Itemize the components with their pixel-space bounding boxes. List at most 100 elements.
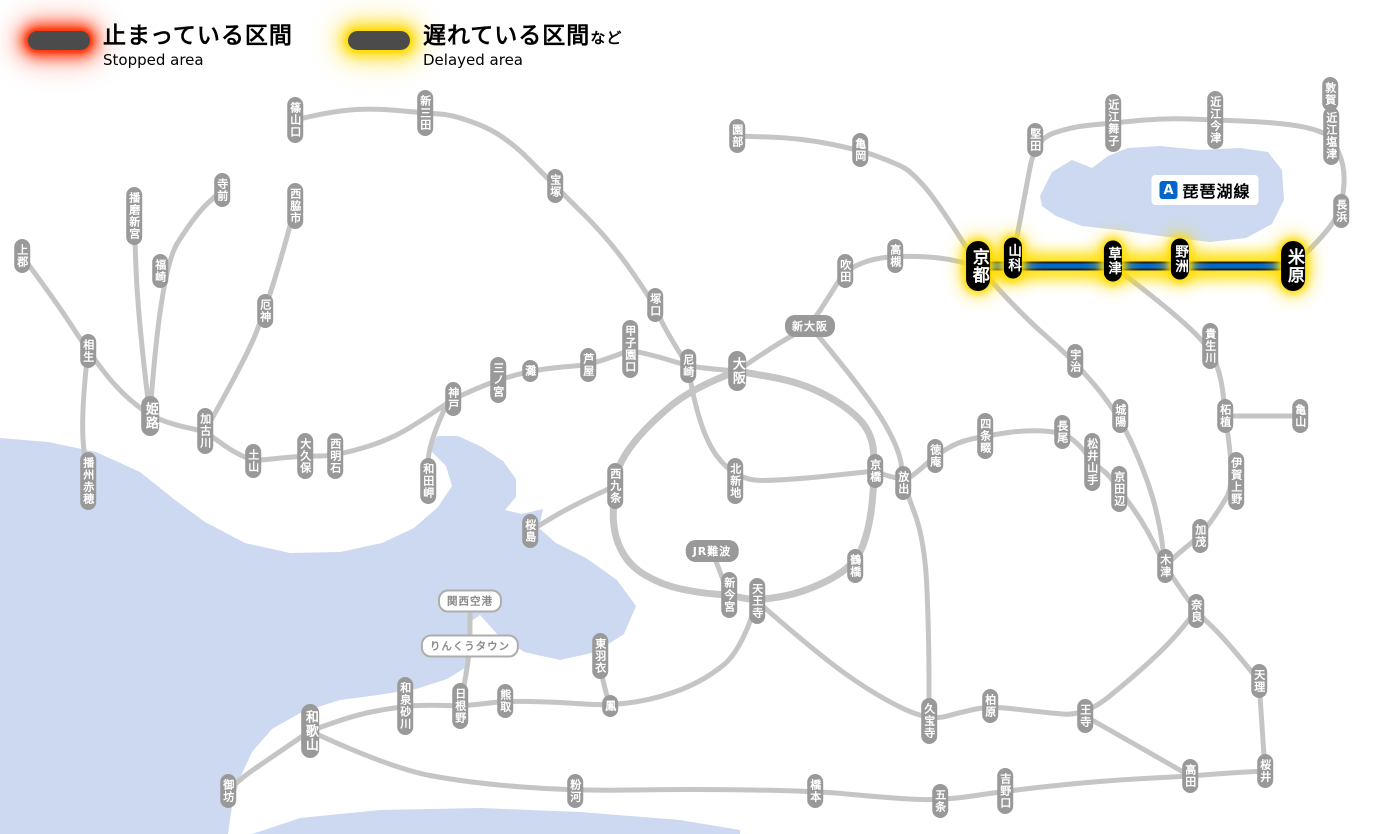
delayed-area-label-suffix: など <box>590 29 623 47</box>
station-pill: 新今宮 <box>721 572 737 618</box>
station-pill: 近江塩津 <box>1323 107 1339 165</box>
rail-line <box>147 187 225 419</box>
rail-line <box>1082 713 1193 779</box>
delayed-area-label: 遅れている区間など <box>423 23 623 49</box>
station-pill: 久宝寺 <box>921 698 937 744</box>
station-pill: 新大阪 <box>785 315 835 337</box>
station-pill: 三ノ宮 <box>490 357 506 403</box>
station-pill: 熊取 <box>497 684 513 718</box>
station-pill: 敦賀 <box>1322 77 1338 111</box>
rail-line <box>734 253 981 374</box>
station-pill: 柘植 <box>1217 399 1233 433</box>
rail-line <box>307 728 1193 803</box>
station-pill: 灘 <box>522 360 538 382</box>
station-pill: 桜島 <box>522 514 538 548</box>
station-pill: 宇治 <box>1067 344 1083 378</box>
station-pill: 塚口 <box>647 288 663 322</box>
station-pill: 京田辺 <box>1111 466 1127 512</box>
station-pill: 放出 <box>895 466 911 500</box>
rail-line <box>734 133 981 269</box>
station-pill: 四条畷 <box>977 413 993 459</box>
delayed-area-text: 遅れている区間など Delayed area <box>423 23 623 70</box>
biwako-line-label: A 琵琶湖線 <box>1151 175 1259 205</box>
stopped-area-sublabel: Stopped area <box>103 51 204 70</box>
station-pill-active: 米原 <box>1281 241 1305 291</box>
station-pill: 城陽 <box>1112 399 1128 433</box>
station-pill: 土山 <box>245 444 261 478</box>
station-pill: 奈良 <box>1188 594 1204 628</box>
station-pill: 加茂 <box>1192 519 1208 553</box>
legend-item-stopped: 止まっている区間 Stopped area <box>28 23 293 70</box>
station-pill: 長尾 <box>1054 415 1070 449</box>
station-pill: 粉河 <box>567 774 583 808</box>
station-pill: 厄神 <box>257 294 273 328</box>
station-pill: 木津 <box>1157 549 1173 583</box>
station-pill-active: 京都 <box>966 241 990 291</box>
station-pill: 加古川 <box>197 408 213 454</box>
station-pill: 王寺 <box>1077 699 1093 733</box>
station-pill: 日根野 <box>452 683 468 729</box>
station-pill: 近江今津 <box>1207 91 1223 149</box>
station-pill-active: 草津 <box>1103 240 1123 282</box>
station-pill: 篠山口 <box>287 97 303 143</box>
station-pill: 吉野口 <box>997 768 1013 814</box>
station-pill: 亀岡 <box>852 133 868 167</box>
station-pill: 近江舞子 <box>1105 94 1121 152</box>
station-pill: 北新地 <box>727 458 743 504</box>
delayed-area-label-text: 遅れている区間 <box>423 23 591 49</box>
station-pill: 伊賀上野 <box>1228 452 1244 510</box>
biwako-line-name: 琵琶湖線 <box>1182 182 1251 201</box>
station-pill: 天王寺 <box>749 578 765 624</box>
station-pill: 堅田 <box>1027 123 1043 157</box>
rail-line <box>202 203 298 434</box>
station-pill: 亀山 <box>1292 399 1308 433</box>
station-pill: 播磨新宮 <box>126 187 142 245</box>
rail-line <box>975 263 1168 569</box>
station-pill: 大阪 <box>728 351 746 391</box>
station-pill: 姫路 <box>141 396 159 436</box>
station-pill: 和歌山 <box>301 704 319 758</box>
station-pill: 宝塚 <box>547 169 563 203</box>
station-pill: 園部 <box>729 119 745 153</box>
station-pill: 柏原 <box>982 689 998 723</box>
station-pill: 桜井 <box>1257 754 1273 788</box>
station-pill: 京橋 <box>867 454 883 488</box>
water-body <box>0 436 636 834</box>
line-a-badge: A <box>1159 181 1178 199</box>
station-pill: 長浜 <box>1333 194 1349 228</box>
station-pill: 徳庵 <box>927 439 943 473</box>
station-pill: 西九条 <box>607 463 623 509</box>
station-pill: 御坊 <box>220 774 236 808</box>
station-pill: 高田 <box>1182 759 1198 793</box>
station-pill: 甲子園口 <box>622 320 638 378</box>
station-pill: 上郡 <box>14 239 30 273</box>
station-pill: 相生 <box>80 334 96 368</box>
station-pill: 神戸 <box>445 382 461 416</box>
station-pill: 貴生川 <box>1202 323 1218 369</box>
stopped-area-label-text: 止まっている区間 <box>103 23 293 49</box>
rail-line <box>225 728 313 794</box>
delayed-area-sublabel: Delayed area <box>423 51 523 70</box>
station-pill: 西明石 <box>327 433 343 479</box>
rail-line <box>1187 768 1268 779</box>
station-pill: 高槻 <box>887 239 903 273</box>
station-pill: 関西空港 <box>438 589 502 613</box>
station-pill: 新三田 <box>417 90 433 136</box>
station-pill-active: 野洲 <box>1170 238 1190 280</box>
rail-line <box>754 598 1199 721</box>
station-pill: 西脇市 <box>287 183 303 229</box>
station-pill: 寺前 <box>214 173 230 207</box>
station-pill: 鳳 <box>602 695 618 717</box>
station-pill: りんくうタウン <box>420 634 520 658</box>
rail-line <box>609 367 878 603</box>
rail-line <box>527 483 618 534</box>
station-pill: 大久保 <box>297 433 313 479</box>
rail-line <box>131 213 153 419</box>
station-pill: 橋本 <box>807 774 823 808</box>
stopped-area-swatch <box>28 31 90 50</box>
delayed-area-swatch <box>348 31 410 50</box>
station-pill: 鶴橋 <box>847 549 863 583</box>
rail-line <box>1193 608 1262 684</box>
station-pill-active: 山科 <box>1003 237 1023 279</box>
water-body <box>252 808 740 834</box>
